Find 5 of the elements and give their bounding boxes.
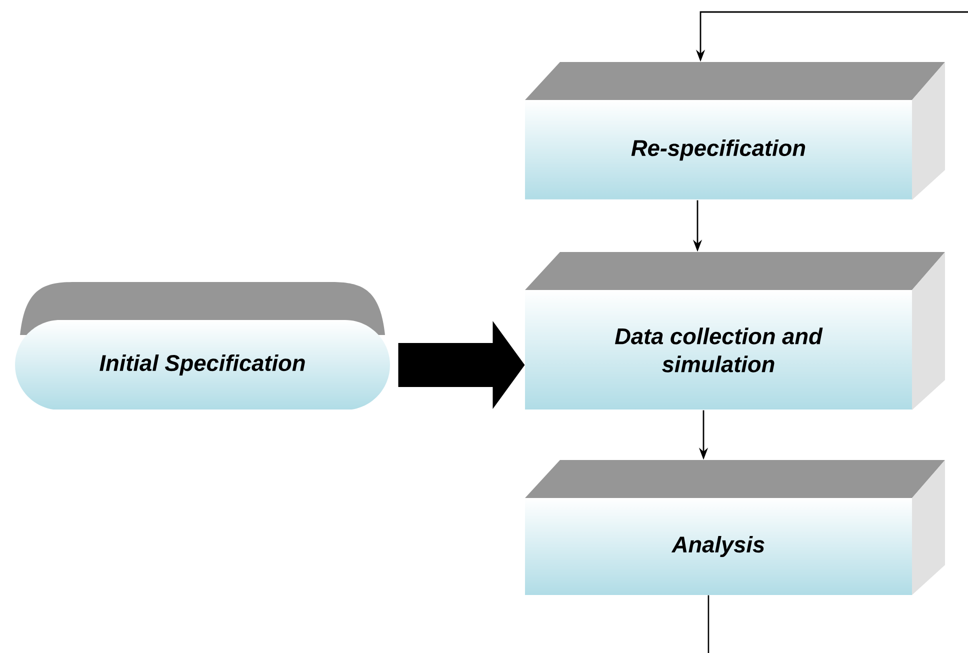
process-block: Analysis	[525, 460, 945, 595]
process-block: Data collection and simulation	[525, 252, 945, 410]
process-block: Re-specification	[525, 62, 945, 200]
block-arrow	[398, 321, 525, 409]
start-pill: Initial Specification	[15, 282, 390, 410]
